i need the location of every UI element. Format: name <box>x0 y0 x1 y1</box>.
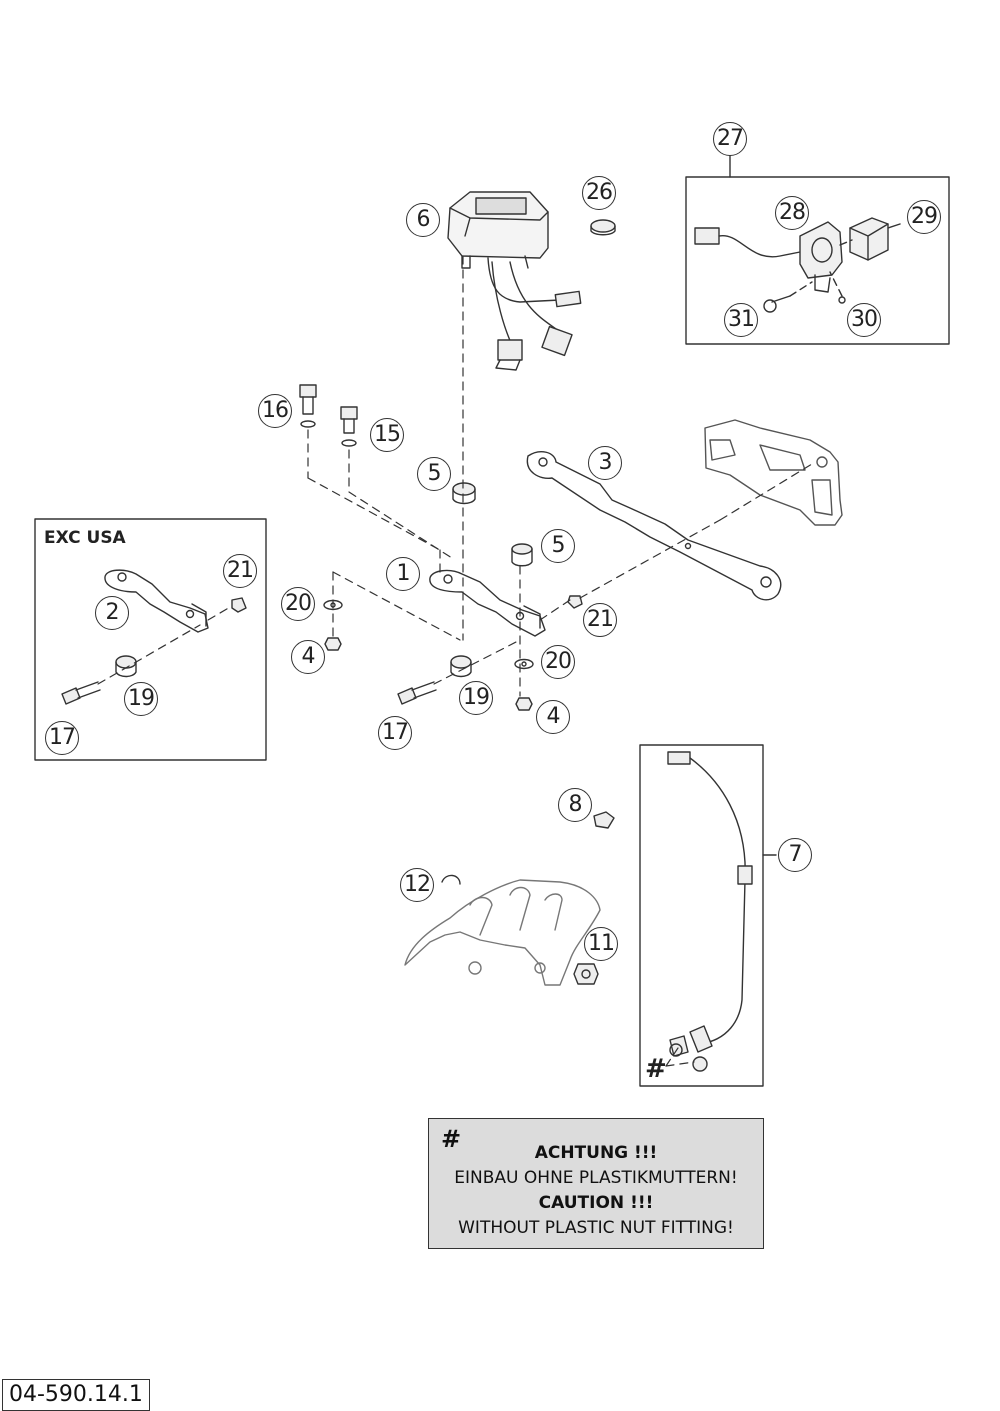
bracket-2 <box>104 569 209 633</box>
callout-20-left: 20 <box>281 587 315 621</box>
grommet-5-right <box>511 543 533 567</box>
speed-sensor-7 <box>667 751 753 1072</box>
bolt-17-main <box>397 681 437 705</box>
spacer-19-main <box>450 655 472 678</box>
callout-11: 11 <box>584 927 618 961</box>
reference-code: 04-590.14.1 <box>2 1379 150 1411</box>
callout-19-main: 19 <box>459 681 493 715</box>
callout-27: 27 <box>713 122 747 156</box>
callout-31: 31 <box>724 303 758 337</box>
callout-15: 15 <box>370 418 404 452</box>
callout-8: 8 <box>558 788 592 822</box>
spacer-19-exc <box>115 655 137 678</box>
callout-7: 7 <box>778 838 812 872</box>
callout-2: 2 <box>95 596 129 630</box>
callout-28: 28 <box>775 196 809 230</box>
bracket-3 <box>526 451 782 601</box>
callout-21-exc: 21 <box>223 554 257 588</box>
callout-3: 3 <box>588 446 622 480</box>
kit-box-27 <box>685 176 950 345</box>
callout-4-right: 4 <box>536 700 570 734</box>
bolt-17-exc <box>61 681 101 705</box>
callout-17-exc: 17 <box>45 721 79 755</box>
hub-silhouette <box>404 879 601 986</box>
kit-27-parts <box>694 217 901 313</box>
callout-1: 1 <box>386 557 420 591</box>
caution-line-3: CAUTION !!! <box>538 1193 654 1213</box>
callout-17-main: 17 <box>378 716 412 750</box>
exc-usa-label: EXC USA <box>44 528 126 548</box>
exc-usa-box <box>34 518 267 761</box>
callout-26: 26 <box>582 176 616 210</box>
callout-6: 6 <box>406 203 440 237</box>
callout-12: 12 <box>400 868 434 902</box>
caution-line-1: ACHTUNG !!! <box>534 1143 658 1163</box>
grommet-5-top <box>452 482 476 505</box>
callout-4-left: 4 <box>291 640 325 674</box>
caution-hash: # <box>441 1125 462 1153</box>
hash-marker: # <box>645 1054 667 1084</box>
bolt-15 <box>340 406 358 447</box>
callout-19-exc: 19 <box>124 682 158 716</box>
callout-30: 30 <box>847 303 881 337</box>
bolt-16 <box>299 384 317 428</box>
callout-21-main: 21 <box>583 603 617 637</box>
caution-line-2: EINBAU OHNE PLASTIKMUTTERN! <box>454 1168 738 1188</box>
bracket-1 <box>429 569 546 637</box>
callout-20-right: 20 <box>541 645 575 679</box>
callout-5-right: 5 <box>541 529 575 563</box>
callout-29: 29 <box>907 200 941 234</box>
caution-line-4: WITHOUT PLASTIC NUT FITTING! <box>458 1218 734 1238</box>
frame-section <box>704 419 843 526</box>
speed-sensor-box-7 <box>639 744 764 1087</box>
caution-note: # ACHTUNG !!! EINBAU OHNE PLASTIKMUTTERN… <box>428 1118 764 1249</box>
callout-5-top: 5 <box>417 457 451 491</box>
speedometer-unit <box>447 191 582 371</box>
callout-16: 16 <box>258 394 292 428</box>
